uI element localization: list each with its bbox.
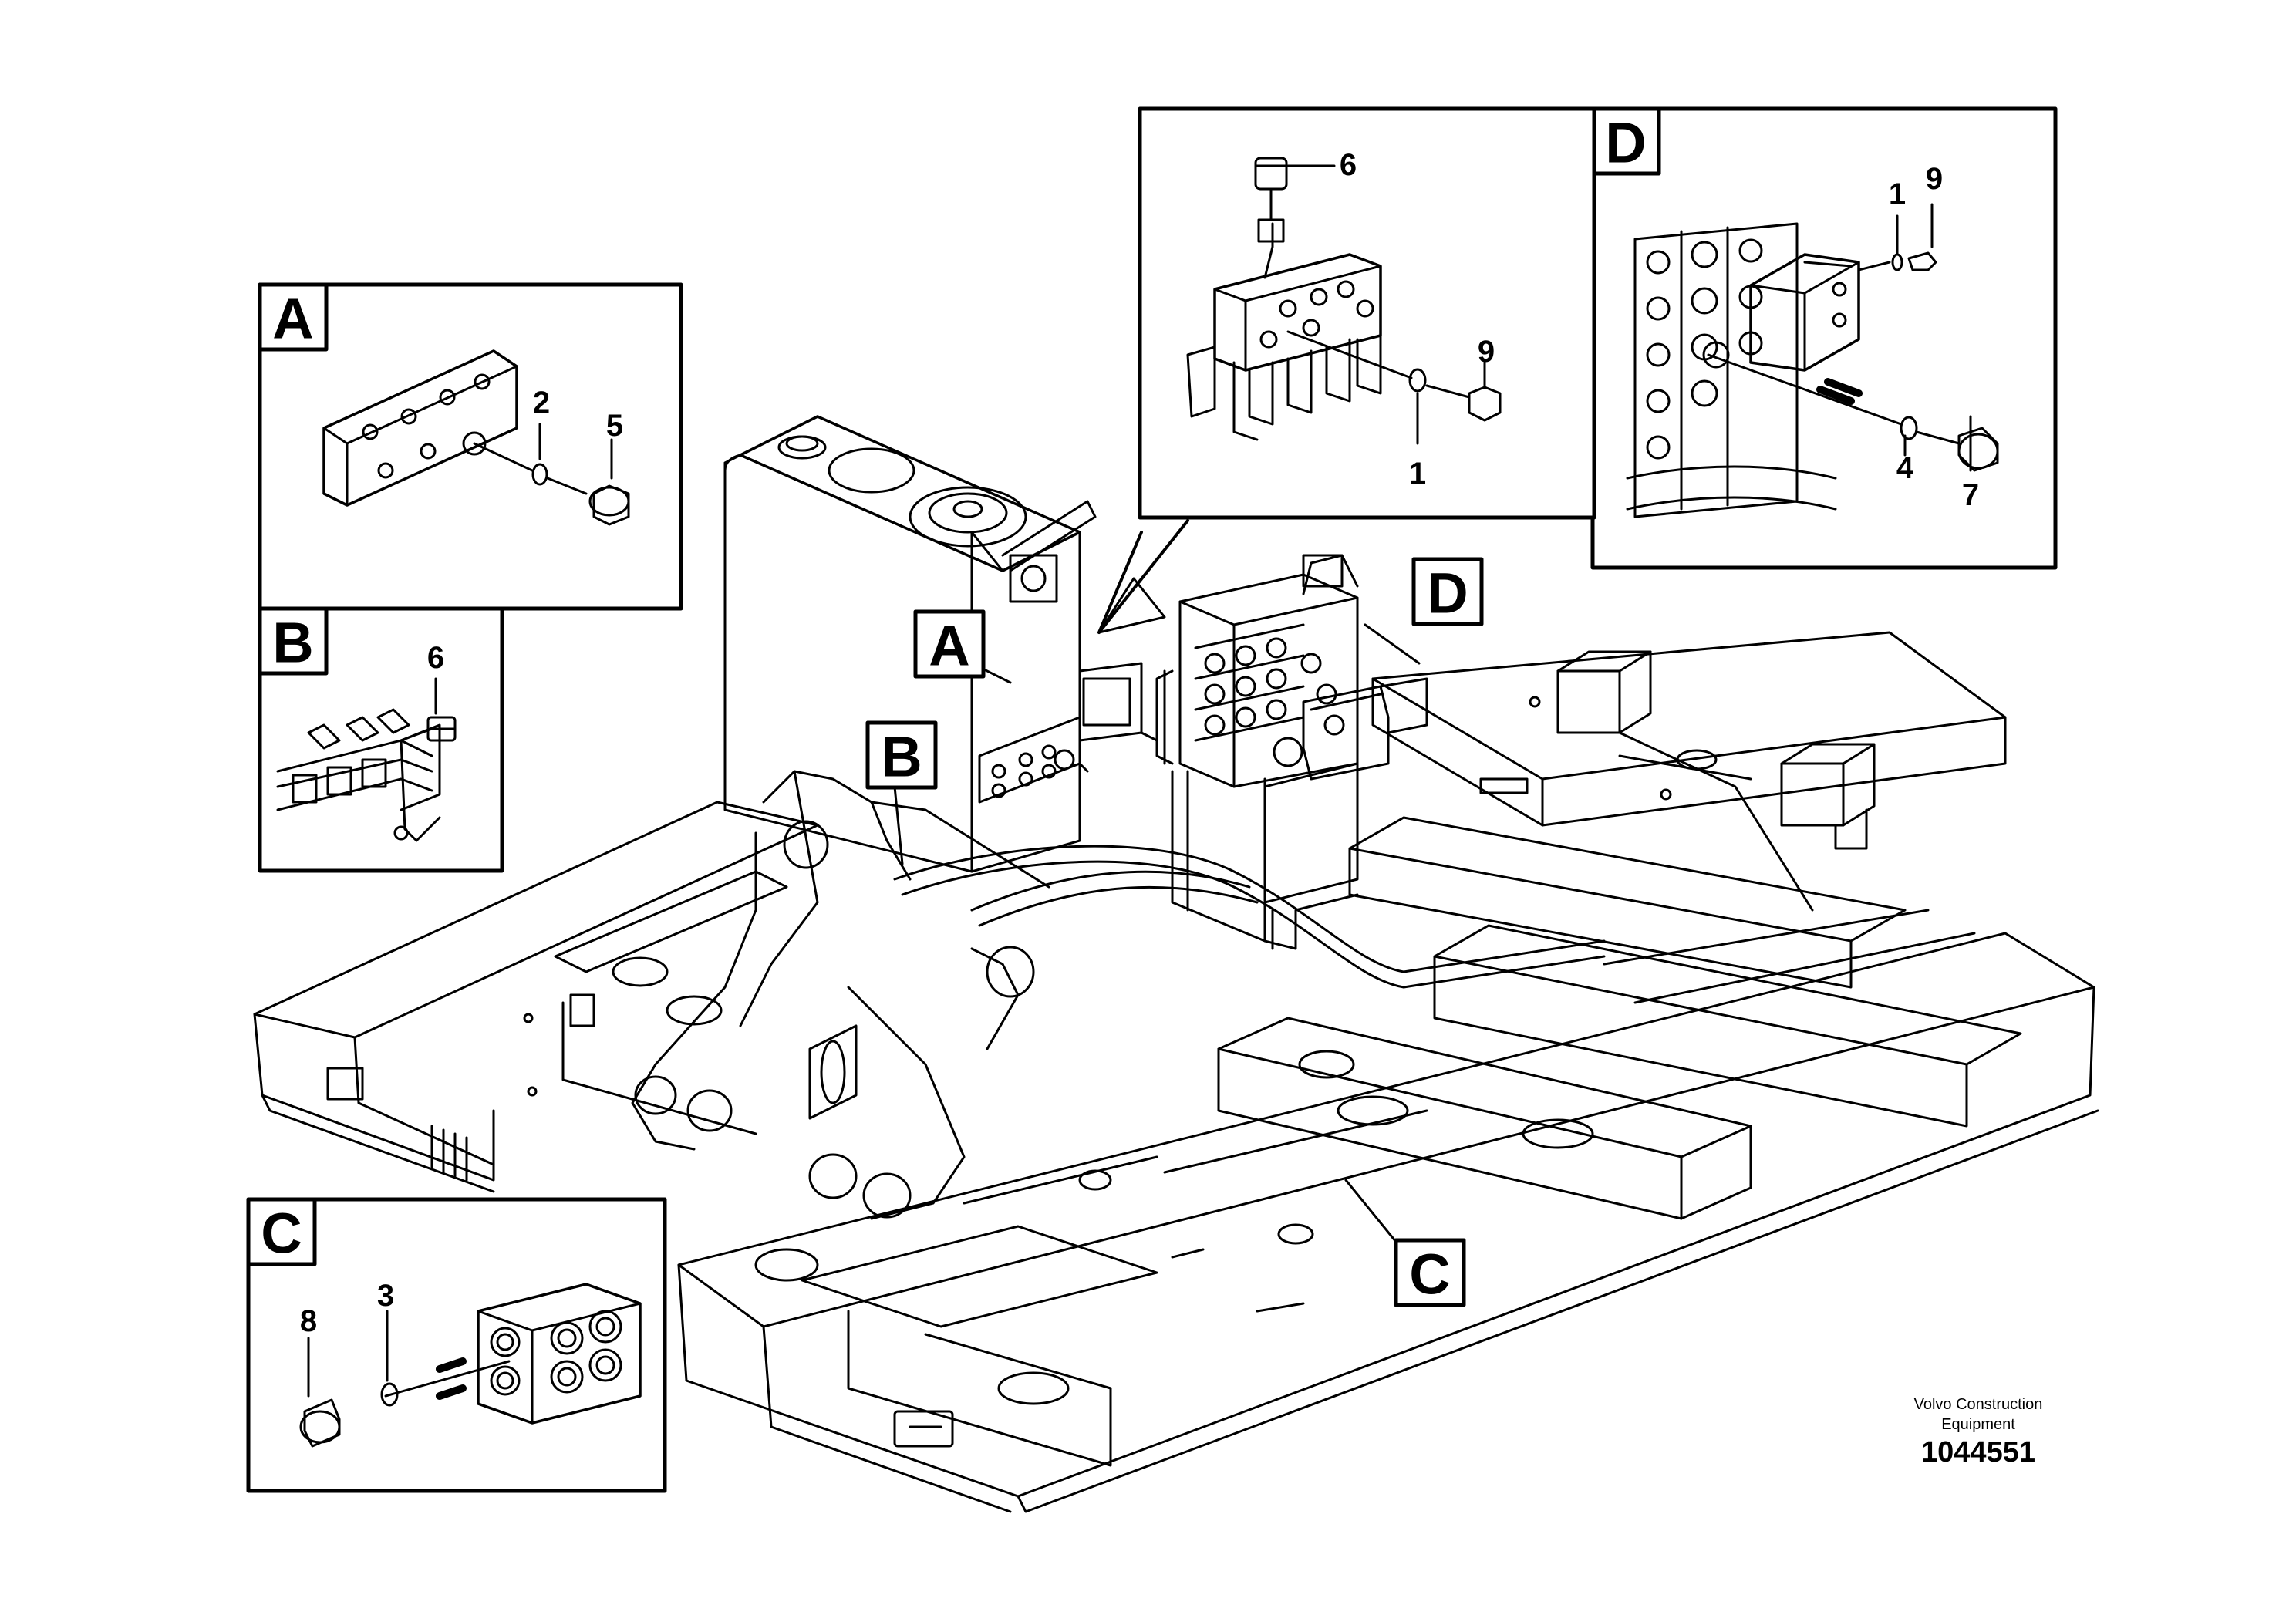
callout-b-letter: B bbox=[881, 725, 922, 789]
part-number-d-4: 4 bbox=[1896, 451, 1914, 485]
part-number-d-1: 1 bbox=[1889, 177, 1906, 211]
part-number-a-2: 2 bbox=[533, 386, 550, 420]
detail-box-b bbox=[258, 606, 504, 873]
callout-leaders bbox=[893, 577, 1421, 1243]
brand-line-1: Volvo Construction bbox=[1913, 1396, 2043, 1413]
brand-line-2: Equipment bbox=[1941, 1416, 2015, 1433]
control-valve-assembly bbox=[1155, 554, 1428, 950]
part-number-d-9: 9 bbox=[1926, 162, 1943, 196]
part-number-d-7: 7 bbox=[1962, 478, 1979, 512]
callout-box-b bbox=[865, 720, 938, 790]
drawing-number: 1044551 bbox=[1921, 1436, 2035, 1469]
hydraulic-tank bbox=[723, 415, 1158, 873]
part-number-a-5: 5 bbox=[606, 409, 623, 443]
callout-box-c bbox=[1394, 1238, 1466, 1307]
callout-a-letter: A bbox=[929, 614, 969, 678]
callout-c-letter: C bbox=[1409, 1243, 1450, 1307]
brand-label: Volvo Construction Equipment bbox=[1812, 1394, 2144, 1435]
callout-box-d bbox=[1411, 557, 1484, 626]
detail-box-d bbox=[1590, 106, 2058, 570]
part-number-b-6: 6 bbox=[427, 641, 444, 675]
callout-box-a bbox=[913, 609, 986, 679]
part-number-c-3: 3 bbox=[377, 1279, 394, 1313]
part-number-valve-1: 1 bbox=[1409, 457, 1426, 491]
detail-box-b-letter: B bbox=[272, 611, 313, 675]
main-frame-drawing bbox=[253, 631, 2099, 1513]
detail-box-valve bbox=[1097, 106, 1596, 634]
detail-box-c bbox=[246, 1197, 667, 1493]
part-number-c-8: 8 bbox=[300, 1304, 317, 1338]
detail-box-a-letter: A bbox=[272, 287, 313, 351]
detail-box-c-letter: C bbox=[261, 1202, 302, 1266]
detail-box-a bbox=[258, 282, 683, 611]
callout-d-letter: D bbox=[1427, 561, 1468, 626]
part-number-valve-6: 6 bbox=[1340, 148, 1357, 182]
part-number-valve-9: 9 bbox=[1478, 335, 1495, 369]
detail-box-d-letter: D bbox=[1605, 111, 1646, 175]
